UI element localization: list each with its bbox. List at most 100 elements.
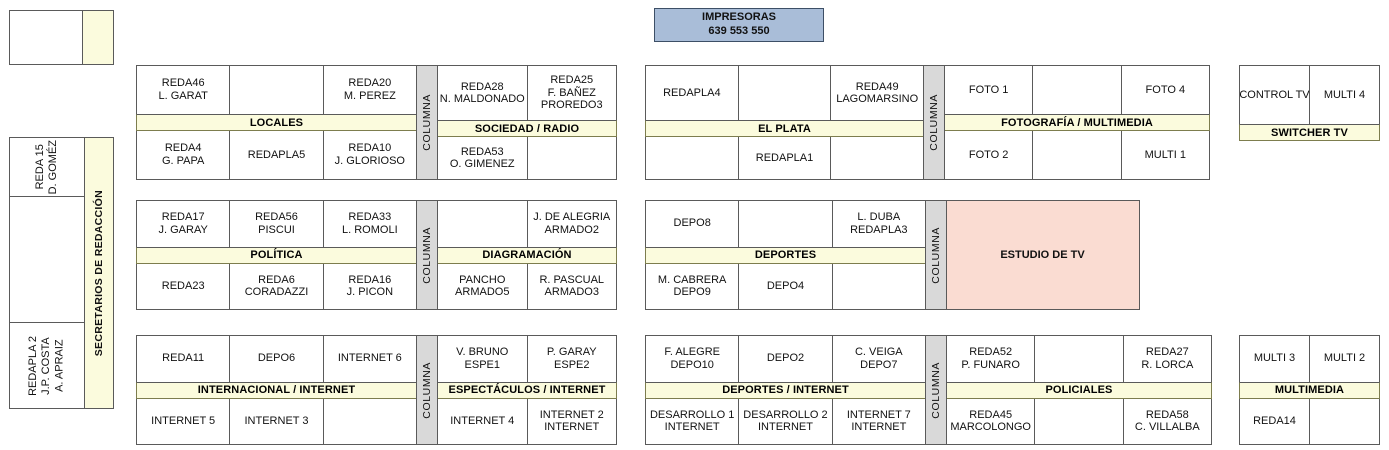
desk-cell[interactable] xyxy=(1032,130,1122,180)
desk-cell[interactable] xyxy=(831,262,926,310)
sidebar-top-box xyxy=(9,10,114,65)
desk-cell-line: DEPO6 xyxy=(257,352,296,365)
desk-cell[interactable]: FOTO 4 xyxy=(1120,65,1210,115)
desk-cell[interactable]: CONTROL TV xyxy=(1239,65,1310,125)
desk-cell[interactable]: MULTI 4 xyxy=(1309,65,1380,125)
sidebar-cell-1[interactable] xyxy=(9,196,85,323)
desk-cell-line: L. DUBA xyxy=(857,211,901,224)
desk-cell-line: DEPO8 xyxy=(673,217,711,230)
desk-cell[interactable]: REDA14 xyxy=(1239,397,1310,445)
desk-cell[interactable]: INTERNET 4 xyxy=(437,397,528,445)
desk-cell[interactable]: MULTI 3 xyxy=(1239,335,1310,383)
desk-cell[interactable]: INTERNET 6 xyxy=(322,335,417,383)
sidebar-top-empty-cell[interactable] xyxy=(9,10,83,65)
desk-cell[interactable] xyxy=(830,136,925,181)
desk-cell[interactable] xyxy=(322,397,417,445)
desk-cell[interactable]: REDA11 xyxy=(136,335,231,383)
desk-cell[interactable]: DEPO2 xyxy=(738,335,833,383)
desk-cell[interactable] xyxy=(229,65,324,115)
desk-cell[interactable] xyxy=(526,136,617,181)
desk-cell-line: J. PICON xyxy=(346,286,394,299)
columna-divider-label: COLUMNA xyxy=(930,226,942,284)
desk-cell[interactable]: DEPO4 xyxy=(738,262,833,310)
columna-divider-label: COLUMNA xyxy=(421,361,433,419)
desk-cell-line: REDAPLA1 xyxy=(755,151,814,164)
columna-divider-label: COLUMNA xyxy=(930,361,942,419)
desk-cell[interactable] xyxy=(737,65,832,122)
desk-cell[interactable]: MULTI 1 xyxy=(1120,130,1210,180)
desk-cell[interactable] xyxy=(645,136,739,181)
desk-cell[interactable]: FOTO 1 xyxy=(944,65,1034,115)
desk-cell[interactable]: INTERNET 3 xyxy=(229,397,324,445)
desk-cell[interactable] xyxy=(1309,397,1380,445)
desk-cell-line: MULTI 1 xyxy=(1144,148,1186,161)
desk-cell[interactable] xyxy=(437,200,528,248)
desk-cell-line: LAGOMARSINO xyxy=(836,93,919,106)
desk-cell-line: REDA27 xyxy=(1145,346,1189,359)
desk-cell-line: INTERNET xyxy=(544,421,600,434)
desk-cell[interactable]: REDAPLA1 xyxy=(737,136,832,181)
desk-cell-line: REDA46 xyxy=(161,77,205,90)
desk-cell-line: MULTI 2 xyxy=(1323,352,1366,365)
desk-cell[interactable] xyxy=(1034,335,1124,383)
desk-cell[interactable]: REDAPLA5 xyxy=(229,130,324,180)
desk-cell[interactable]: FOTO 2 xyxy=(944,130,1034,180)
desk-cell-line: FOTO 1 xyxy=(968,83,1009,96)
impresoras-title: IMPRESORAS xyxy=(702,11,776,24)
desk-cell-line: J. GARAY xyxy=(158,223,208,236)
desk-cell[interactable]: DEPO8 xyxy=(645,200,740,248)
desk-cell[interactable]: MULTI 2 xyxy=(1309,335,1380,383)
columna-divider: COLUMNA xyxy=(925,335,947,445)
desk-cell[interactable] xyxy=(1034,397,1124,445)
desk-cell[interactable]: REDA23 xyxy=(136,262,231,310)
estudio-de-tv-panel[interactable]: ESTUDIO DE TV xyxy=(945,200,1140,310)
sidebar-text-line: J.P. COSTA xyxy=(40,336,53,395)
desk-cell[interactable] xyxy=(1032,65,1122,115)
desk-cell[interactable]: DEPO6 xyxy=(229,335,324,383)
desk-cell[interactable]: INTERNET 5 xyxy=(136,397,231,445)
desk-cell[interactable]: REDAPLA4 xyxy=(645,65,739,122)
desk-cell[interactable] xyxy=(738,200,833,248)
